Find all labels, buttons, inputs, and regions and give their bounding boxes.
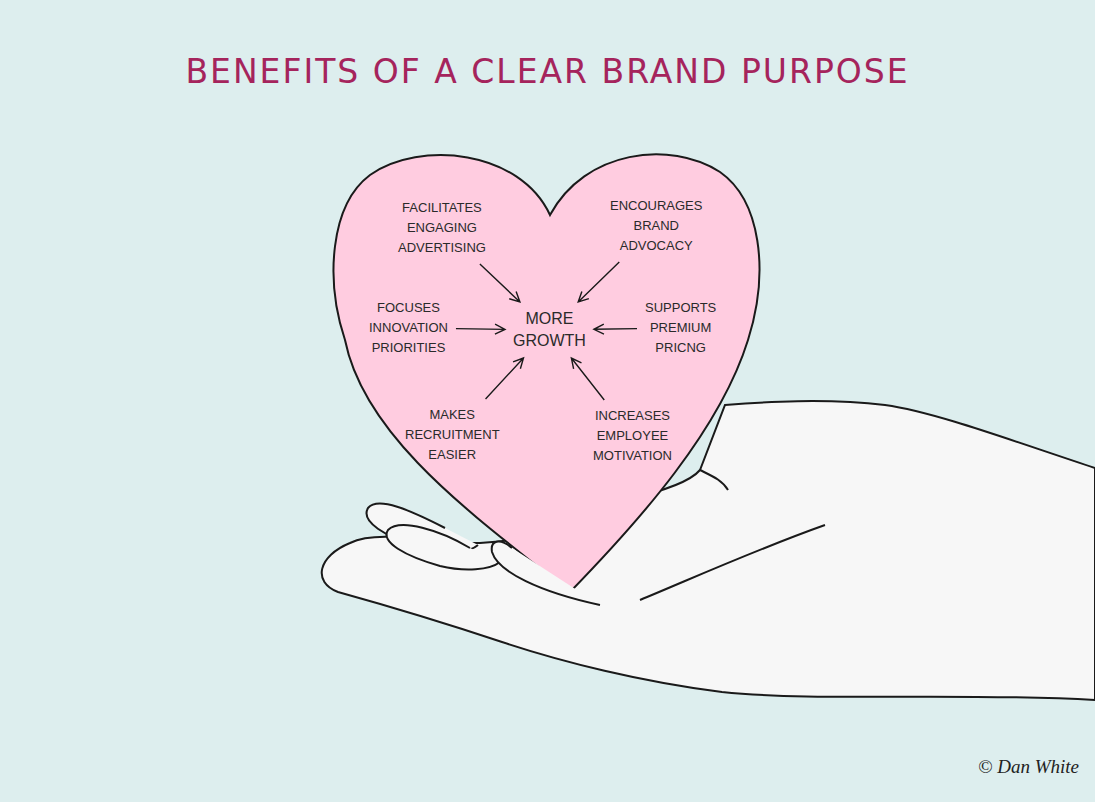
node-text: MAKES RECRUITMENT EASIER: [405, 405, 499, 465]
node-text: INCREASES EMPLOYEE MOTIVATION: [593, 406, 672, 466]
node-text: FACILITATES ENGAGING ADVERTISING: [398, 198, 486, 258]
arrow-line: [578, 262, 619, 302]
arrow-connector: [594, 324, 637, 334]
finger: [492, 542, 600, 605]
benefit-node: ENCOURAGES BRAND ADVOCACY: [606, 194, 706, 258]
benefit-node: FOCUSES INNOVATION PRIORITIES: [365, 296, 452, 360]
center-node: MORE GROWTH: [509, 306, 590, 354]
finger: [387, 525, 500, 569]
arrow-line: [456, 324, 505, 334]
benefit-node: INCREASES EMPLOYEE MOTIVATION: [589, 404, 676, 468]
arrow-line: [486, 358, 524, 399]
node-text: ENCOURAGES BRAND ADVOCACY: [610, 196, 702, 256]
hand-crease: [640, 525, 825, 600]
arrow-line: [594, 324, 637, 334]
benefit-node: FACILITATES ENGAGING ADVERTISING: [394, 196, 490, 260]
arrow-connector: [486, 358, 524, 399]
arrow-connector: [571, 358, 604, 400]
hand-crease: [700, 470, 728, 490]
arrow-connector: [480, 264, 520, 302]
node-text: SUPPORTS PREMIUM PRICNG: [645, 298, 716, 358]
arrow-connector: [456, 324, 505, 334]
node-text: MORE GROWTH: [513, 308, 586, 352]
arrow-line: [571, 358, 604, 400]
benefit-node: SUPPORTS PREMIUM PRICNG: [641, 296, 720, 360]
arrow-line: [480, 264, 520, 302]
arrow-connector: [578, 262, 619, 302]
signature: © Dan White: [978, 756, 1079, 778]
node-text: FOCUSES INNOVATION PRIORITIES: [369, 298, 448, 358]
benefit-node: MAKES RECRUITMENT EASIER: [401, 403, 503, 467]
heart-shape: [334, 154, 760, 592]
diagram-title: BENEFITS OF A CLEAR BRAND PURPOSE: [0, 52, 1095, 91]
